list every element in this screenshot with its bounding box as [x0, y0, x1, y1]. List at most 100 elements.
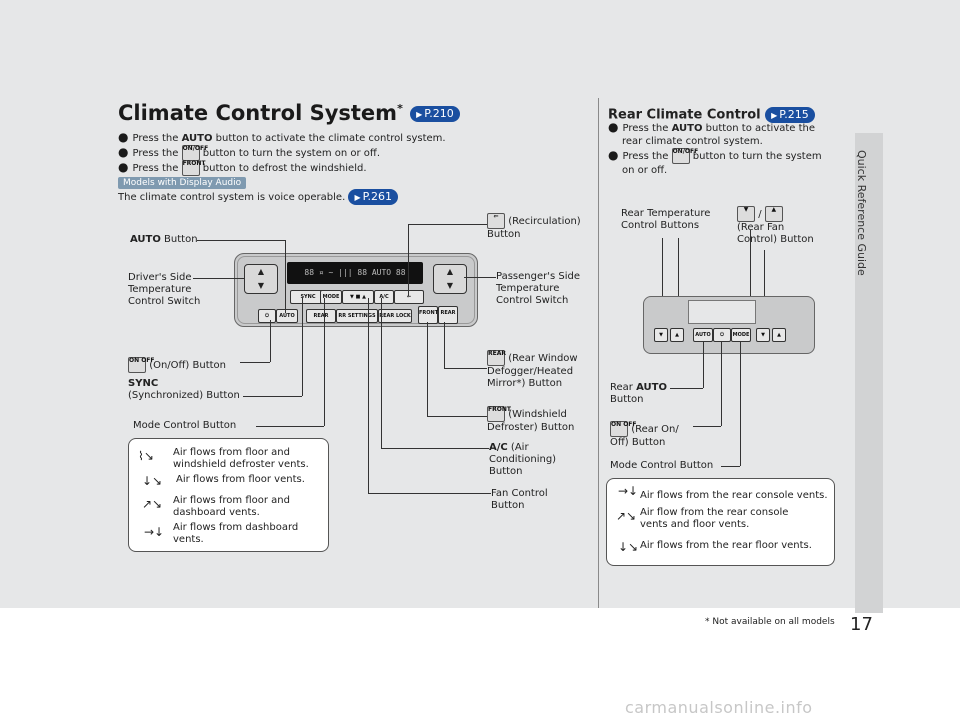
page-ref-link[interactable]: P.210 — [410, 106, 460, 122]
leader-line — [368, 298, 369, 493]
fan-down-icon: ▼ — [737, 206, 755, 222]
bullet-text: Press the — [622, 123, 672, 134]
bullet-text: button to activate the climate control s… — [212, 133, 446, 144]
auto-label-rest: Button — [160, 234, 198, 245]
bullet-icon: ● — [118, 145, 129, 159]
label-line: Passenger's Side — [496, 271, 580, 282]
auto-button[interactable]: AUTO — [276, 309, 298, 323]
label-slash: / — [758, 209, 762, 220]
driver-temp-switch[interactable]: ▲▼ — [244, 264, 278, 294]
label-line: Temperature — [496, 283, 560, 294]
rear-temp-down-button[interactable]: ▼ — [654, 328, 668, 342]
fan-up-icon: ▲ — [764, 206, 783, 222]
bullet-onoff: ●Press the ON/OFF button to turn the sys… — [118, 145, 380, 161]
leader-line — [408, 224, 487, 225]
legend-item: Air flows from dashboard vents. — [173, 522, 298, 546]
rear-console-icon: →↓ — [618, 484, 639, 498]
legend-text: Air flows from floor and — [173, 495, 290, 506]
mode-button[interactable]: MODE — [320, 290, 342, 304]
driver-side-label: Driver's Side Temperature Control Switch — [128, 272, 200, 308]
bullet-text: button to turn the system — [689, 151, 822, 162]
fan-control-button[interactable]: ▼ ■ ▲ — [342, 290, 374, 304]
rear-page-ref[interactable]: P.215 — [765, 107, 815, 123]
label-line: (Air — [510, 442, 529, 453]
label-line: (Recirculation) — [508, 216, 581, 227]
rear-console-floor-icon: ↗↘ — [616, 509, 637, 523]
rear-button[interactable]: REAR — [306, 309, 336, 323]
leader-line — [256, 426, 324, 427]
watermark: carmanualsonline.info — [625, 698, 813, 717]
leader-line — [721, 466, 740, 467]
recirculation-label: ⇐ (Recirculation) Button — [487, 213, 581, 241]
bullet-bold: AUTO — [181, 133, 213, 144]
rear-panel-display — [688, 300, 756, 324]
label-text: (On/Off) Button — [149, 360, 227, 371]
windshield-label: FRONT (Windshield Defroster) Button — [487, 406, 574, 434]
rear-title-text: Rear Climate Control — [608, 107, 761, 123]
onoff-button-icon: ON OFF — [610, 421, 637, 437]
label-text: Rear — [610, 382, 637, 393]
ac-button[interactable]: A/C — [374, 290, 394, 304]
label-line: (Rear Fan — [737, 222, 785, 233]
label-line: (Windshield — [508, 409, 567, 420]
bullet-auto: ●Press the AUTO button to activate the c… — [118, 130, 446, 144]
legend-text: Air flows from the rear console vents. — [640, 490, 828, 501]
rear-floor-icon: ↓↘ — [618, 540, 639, 554]
label-line: Temperature — [128, 284, 192, 295]
airflow-legend — [128, 438, 329, 552]
bullet-text: on or off. — [622, 165, 668, 176]
legend-item: Air flows from the rear console vents. — [640, 490, 828, 502]
leader-line — [740, 342, 741, 466]
label-line: Control Switch — [128, 296, 201, 307]
passenger-side-label: Passenger's Side Temperature Control Swi… — [496, 271, 580, 307]
rear-onoff-label: ON OFF (Rear On/ Off) Button — [610, 421, 679, 449]
auto-label-bold: AUTO — [130, 234, 161, 245]
title-footnote-mark: * — [397, 102, 403, 115]
onoff-button[interactable]: ⏻ — [258, 309, 276, 323]
rear-mode-button[interactable]: MODE — [731, 328, 751, 342]
voice-page-ref[interactable]: P.261 — [348, 189, 399, 205]
title-text: Climate Control System — [118, 101, 398, 125]
passenger-temp-switch[interactable]: ▲▼ — [433, 264, 467, 294]
ac-label: A/C (Air Conditioning) Button — [489, 442, 556, 478]
voice-text: The climate control system is voice oper… — [118, 192, 346, 203]
leader-line — [427, 416, 487, 417]
legend-text: vents and floor vents. — [640, 519, 750, 530]
rear-temp-up-button[interactable]: ▲ — [670, 328, 684, 342]
leader-line — [381, 298, 382, 448]
label-line: Button — [491, 500, 525, 511]
rear-fan-up-button[interactable]: ▲ — [772, 328, 786, 342]
dash-icon: →↓ — [144, 525, 165, 539]
legend-text: windshield defroster vents. — [173, 459, 309, 470]
recirculation-button[interactable]: ⇐ — [394, 290, 424, 304]
label-line: Defogger/Heated — [487, 366, 574, 377]
legend-text: vents. — [173, 534, 204, 545]
leader-line — [368, 493, 491, 494]
footnote: * Not available on all models — [705, 617, 835, 627]
legend-text: Air flows from floor and — [173, 447, 290, 458]
rear-auto-label: Rear AUTO Button — [610, 382, 667, 406]
front-defrost-button[interactable]: FRONT — [418, 306, 438, 324]
leader-line — [693, 426, 721, 427]
rear-onoff-button[interactable]: ⏻ — [713, 328, 731, 342]
leader-line — [197, 240, 285, 241]
onoff-button-icon: ON/OFF — [181, 145, 208, 161]
bullet-icon: ● — [118, 160, 129, 174]
rear-window-label: REAR (Rear Window Defogger/Heated Mirror… — [487, 350, 578, 390]
mode-control-label: Mode Control Button — [133, 420, 237, 431]
rear-auto-button[interactable]: AUTO — [693, 328, 713, 342]
models-tag: Models with Display Audio — [118, 177, 247, 189]
rr-settings-button[interactable]: RR SETTINGS — [336, 309, 378, 323]
climate-display: 88 ¤ ~ ||| 88 AUTO 88 — [287, 262, 423, 284]
rear-fan-down-button[interactable]: ▼ — [756, 328, 770, 342]
rear-defrost-button[interactable]: REAR — [438, 306, 458, 324]
rear-temp-label: Rear Temperature Control Buttons — [621, 208, 710, 232]
leader-line — [750, 230, 751, 326]
label-line: Off) Button — [610, 437, 666, 448]
bullet-text: button to turn the system on or off. — [199, 148, 380, 159]
legend-item: Air flows from floor vents. — [176, 474, 305, 486]
legend-text: Air flows from dashboard — [173, 522, 299, 533]
front-defrost-icon: FRONT — [487, 406, 511, 422]
leader-line — [764, 250, 765, 326]
rear-lock-button[interactable]: REAR LOCK — [378, 309, 412, 323]
